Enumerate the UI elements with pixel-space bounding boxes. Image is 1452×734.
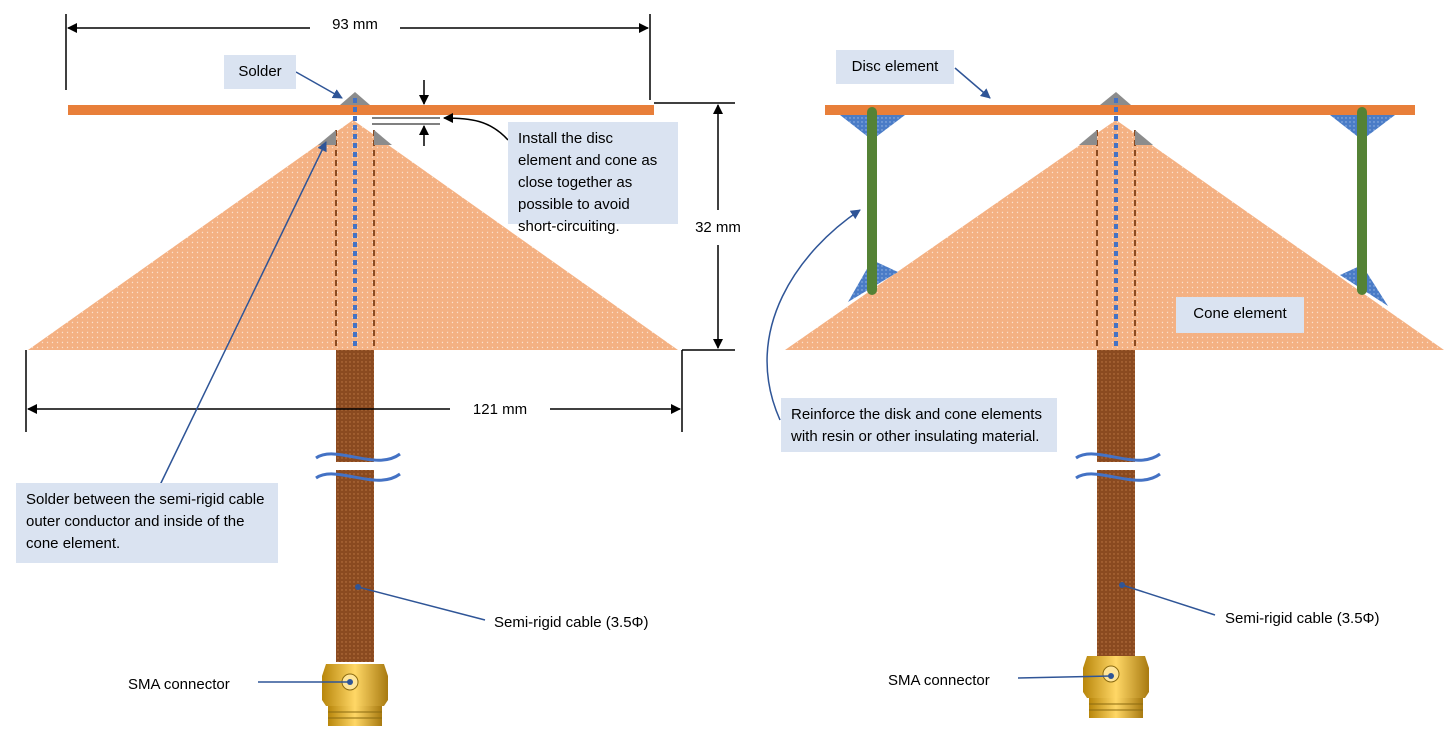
- left-antenna: [28, 92, 678, 726]
- cable-left-label: Semi-rigid cable (3.5Φ): [494, 614, 649, 631]
- reinforce-note-callout: Reinforce the disk and cone elements wit…: [781, 398, 1057, 452]
- solder-callout: Solder: [224, 55, 296, 89]
- leader-disc-element: [954, 67, 991, 99]
- leader-reinforce: [766, 209, 861, 421]
- solder-note-callout: Solder between the semi-rigid cable oute…: [16, 483, 278, 563]
- cone-element-callout: Cone element: [1176, 297, 1304, 333]
- left-cone-solder: [318, 130, 336, 145]
- left-sma-connector: [322, 664, 388, 726]
- leader-cable-left: [357, 586, 486, 621]
- leader-sma-right: [1017, 675, 1112, 679]
- leader-solder-note: [159, 141, 327, 486]
- right-sma-connector: [1083, 656, 1149, 718]
- dim-bottom-label: 121 mm: [473, 401, 527, 418]
- dimension-bottom: [25, 350, 683, 432]
- disc-element-callout: Disc element: [836, 50, 954, 84]
- left-cable: [336, 350, 374, 662]
- dimension-height: [654, 102, 735, 351]
- install-note-callout: Install the disc element and cone as clo…: [508, 122, 678, 235]
- gap-indicator: [372, 80, 509, 146]
- cable-right-label: Semi-rigid cable (3.5Φ): [1225, 610, 1380, 627]
- right-antenna: [785, 92, 1444, 718]
- right-cable: [1097, 350, 1135, 658]
- dim-top-label: 93 mm: [332, 16, 378, 33]
- sma-left-label: SMA connector: [128, 676, 230, 693]
- leader-cable-right: [1121, 584, 1216, 616]
- dimension-top: [65, 14, 651, 100]
- leader-solder: [295, 71, 343, 99]
- left-disc: [68, 105, 654, 115]
- sma-right-label: SMA connector: [888, 672, 990, 689]
- dim-height-label: 32 mm: [695, 219, 741, 236]
- right-disc: [825, 105, 1415, 115]
